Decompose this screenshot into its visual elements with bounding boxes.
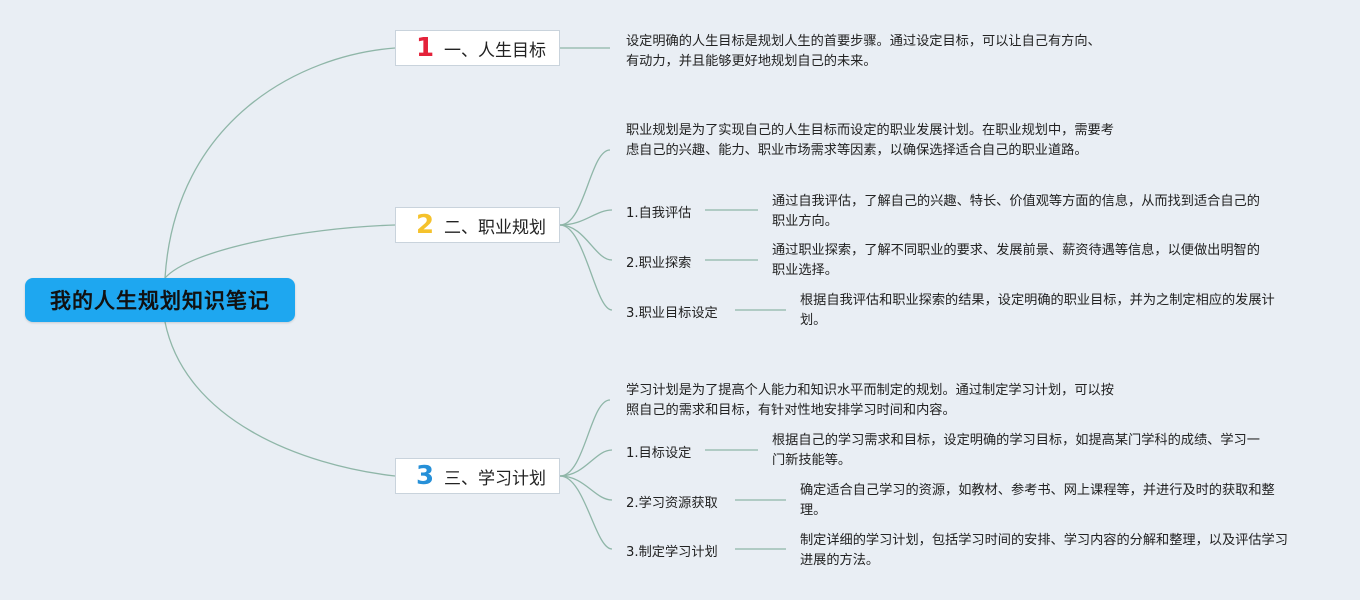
sub-desc-self-assessment: 通过自我评估，了解自己的兴趣、特长、价值观等方面的信息，从而找到适合自己的职业方… [772, 194, 1260, 229]
sub-desc-career-exploration: 通过职业探索，了解不同职业的要求、发展前景、薪资待遇等信息，以便做出明智的职业选… [772, 243, 1260, 278]
sub-node-resource-acquisition[interactable]: 2.学习资源获取 [626, 496, 718, 511]
branch-3-desc: 学习计划是为了提高个人能力和知识水平而制定的规划。通过制定学习计划，可以按照自己… [626, 383, 1114, 418]
sub-node-career-goal[interactable]: 3.职业目标设定 [626, 306, 718, 321]
number-2-icon: 2 [415, 210, 435, 240]
connector-b2-desc [559, 149, 611, 226]
connector-b3-desc [559, 399, 611, 477]
branch-label: 三、学习计划 [444, 468, 546, 489]
sub-node-make-study-plan[interactable]: 3.制定学习计划 [626, 545, 718, 560]
sub-desc-goal-setting: 根据自己的学习需求和目标，设定明确的学习目标，如提高某门学科的成绩、学习一门新技… [772, 433, 1260, 468]
connector-root-b3 [164, 321, 396, 477]
branch-node-study-plan[interactable]: 3 三、学习计划 [395, 458, 560, 494]
sub-desc-resource-acquisition: 确定适合自己学习的资源，如教材、参考书、网上课程等，并进行及时的获取和整理。 [800, 483, 1275, 518]
root-node[interactable]: 我的人生规划知识笔记 [25, 278, 295, 322]
connector-b2-s2 [559, 224, 613, 261]
number-3-icon: 3 [415, 461, 435, 491]
sub-node-career-exploration[interactable]: 2.职业探索 [626, 256, 692, 271]
connector-b3-s1 [559, 449, 613, 477]
sub-node-self-assessment[interactable]: 1.自我评估 [626, 206, 692, 221]
branch-node-career-plan[interactable]: 2 二、职业规划 [395, 207, 560, 243]
connector-b2-s3 [559, 224, 613, 311]
root-title: 我的人生规划知识笔记 [50, 289, 270, 313]
connector-b3-s3 [559, 475, 613, 550]
connector-b2-s1 [559, 209, 613, 226]
branch-label: 一、人生目标 [444, 40, 546, 61]
branch-1-desc: 设定明确的人生目标是规划人生的首要步骤。通过设定目标，可以让自己有方向、有动力，… [626, 34, 1101, 69]
number-1-icon: 1 [415, 33, 435, 63]
connector-b3-s2 [559, 475, 613, 501]
branch-label: 二、职业规划 [444, 217, 546, 238]
branch-node-life-goal[interactable]: 1 一、人生目标 [395, 30, 560, 66]
sub-node-goal-setting[interactable]: 1.目标设定 [626, 446, 692, 461]
branch-2-desc: 职业规划是为了实现自己的人生目标而设定的职业发展计划。在职业规划中，需要考虑自己… [626, 123, 1114, 158]
sub-desc-make-study-plan: 制定详细的学习计划，包括学习时间的安排、学习内容的分解和整理，以及评估学习进展的… [800, 533, 1288, 568]
connector-root-b1 [164, 47, 396, 279]
sub-desc-career-goal: 根据自我评估和职业探索的结果，设定明确的职业目标，并为之制定相应的发展计划。 [800, 293, 1275, 328]
connector-root-b2 [164, 224, 396, 279]
